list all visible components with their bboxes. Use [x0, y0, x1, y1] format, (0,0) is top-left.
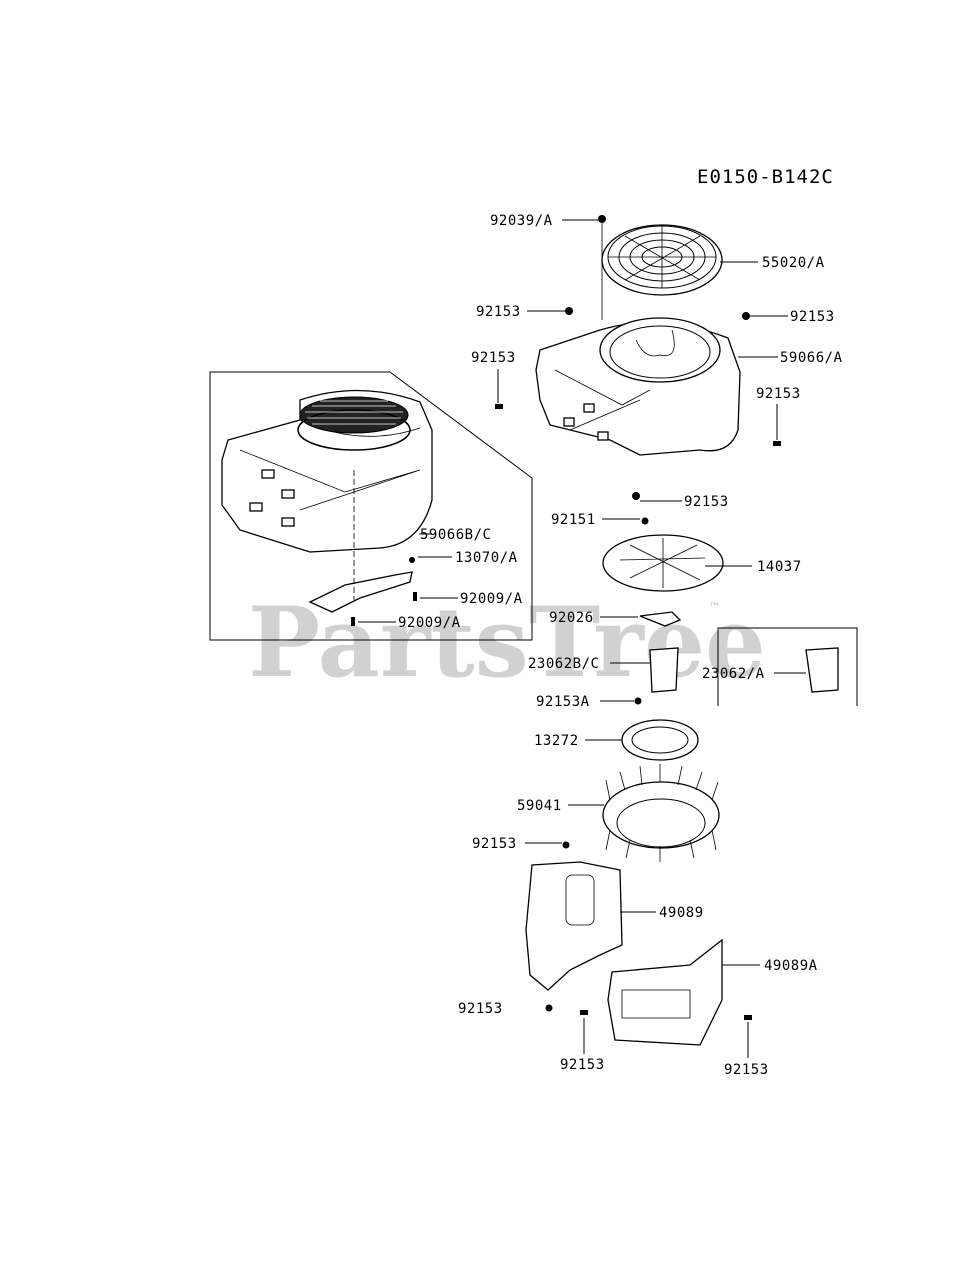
label-13272: 13272	[534, 733, 579, 749]
clip-13070	[409, 557, 415, 563]
label-92009A-1: 92009/A	[460, 591, 523, 607]
label-55020A: 55020/A	[762, 255, 825, 271]
alt-guide-frame	[717, 627, 858, 706]
bolt-92009-b	[351, 617, 355, 626]
label-59041: 59041	[517, 798, 562, 814]
label-92153-e: 92153	[560, 1057, 605, 1073]
alt-housing-frame	[209, 371, 533, 641]
watermark-trademark: ™	[708, 601, 721, 616]
plate-14037	[602, 534, 724, 592]
label-92153A: 92153A	[536, 694, 590, 710]
label-59066BC: 59066B/C	[420, 527, 491, 543]
label-23062BC: 23062B/C	[528, 656, 599, 672]
label-92153-b1: 92153	[684, 494, 729, 510]
label-92153-tl: 92153	[476, 304, 521, 320]
diagram-id: E0150-B142C	[697, 166, 834, 188]
guide-23062A	[805, 647, 839, 693]
label-49089: 49089	[659, 905, 704, 921]
shroud-49089	[525, 861, 623, 991]
ring-13272	[621, 719, 699, 761]
label-92153-d: 92153	[458, 1001, 503, 1017]
alt-blower-housing	[221, 389, 433, 553]
bolt-92009-a	[413, 592, 417, 601]
guide-23062BC	[649, 647, 679, 693]
label-92151: 92151	[551, 512, 596, 528]
shroud-49089A	[607, 938, 723, 1046]
label-49089A: 49089A	[764, 958, 818, 974]
label-92009A-2: 92009/A	[398, 615, 461, 631]
label-92153-tr: 92153	[790, 309, 835, 325]
fan-59041	[602, 764, 720, 862]
blower-housing-59066A	[535, 317, 741, 456]
label-92039A: 92039/A	[490, 213, 553, 229]
label-59066A: 59066/A	[780, 350, 843, 366]
alt-duct-13070	[308, 470, 413, 613]
label-92153-c: 92153	[472, 836, 517, 852]
bracket-92026	[639, 611, 682, 627]
label-92153-l2: 92153	[471, 350, 516, 366]
label-92153-r2: 92153	[756, 386, 801, 402]
label-92153-f: 92153	[724, 1062, 769, 1078]
label-92026: 92026	[549, 610, 594, 626]
screen-55020A	[601, 224, 723, 296]
label-23062A: 23062/A	[702, 666, 765, 682]
label-13070A: 13070/A	[455, 550, 518, 566]
label-14037: 14037	[757, 559, 802, 575]
bolt-92039A	[598, 215, 606, 223]
